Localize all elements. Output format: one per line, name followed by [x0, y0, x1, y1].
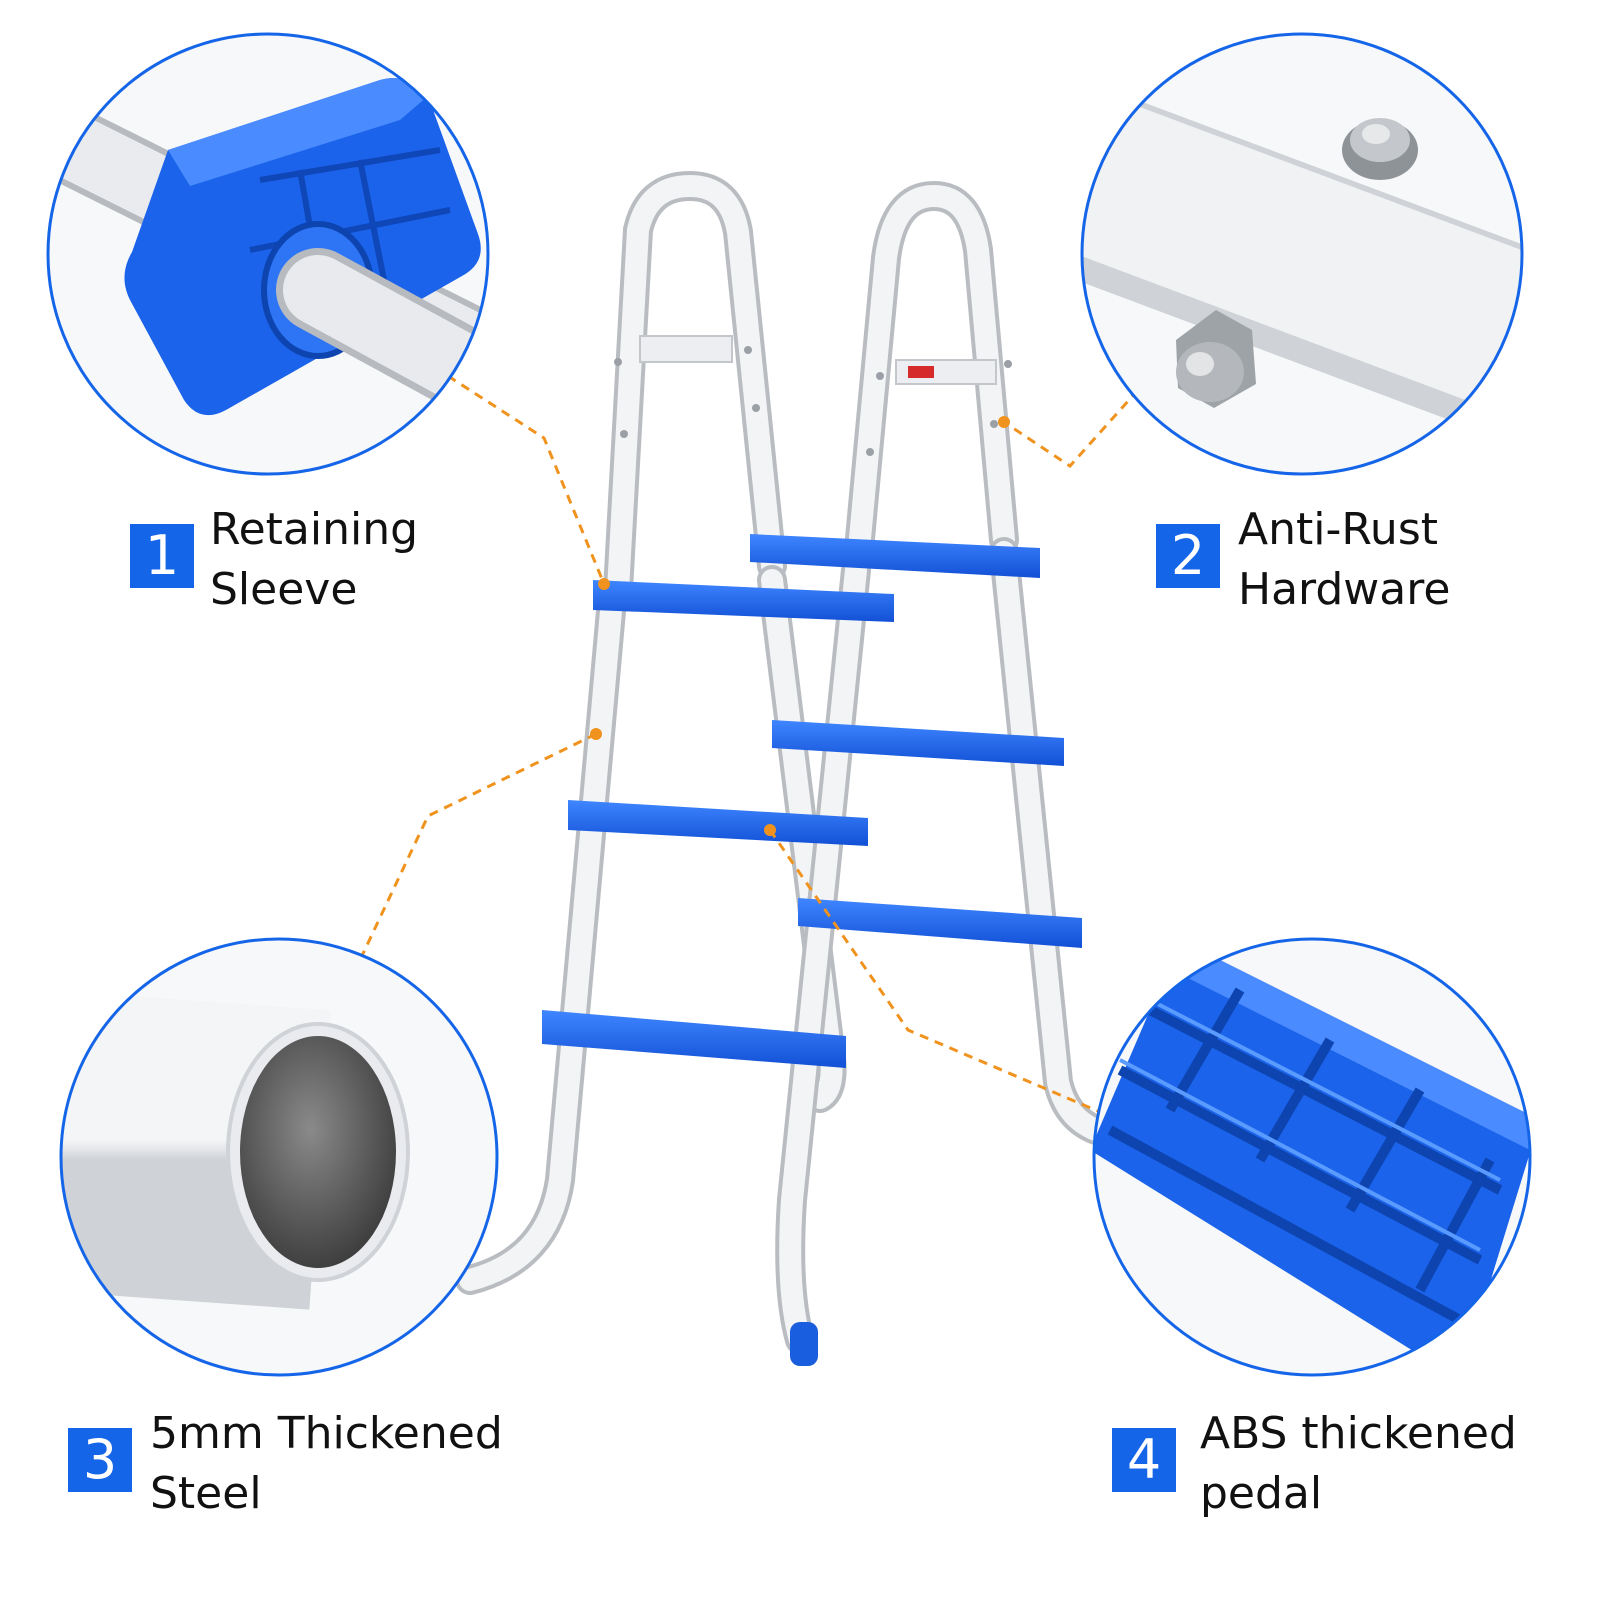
feature-3-line1: 5mm Thickened — [150, 1408, 503, 1459]
feature-3-label: 5mm Thickened Steel — [150, 1404, 503, 1524]
feature-3-line2: Steel — [150, 1468, 262, 1519]
feature-4-line2: pedal — [1200, 1468, 1323, 1519]
detail-circle-anti-rust-hardware — [1080, 32, 1524, 476]
ladder-steps-back — [750, 534, 1082, 948]
ladder-rails — [455, 170, 1111, 1355]
feature-2-number-badge: 2 — [1156, 524, 1220, 588]
feature-2-line1: Anti-Rust — [1238, 504, 1438, 555]
feature-4-line1: ABS thickened — [1200, 1408, 1517, 1459]
feature-3-number-badge: 3 — [68, 1428, 132, 1492]
feature-1-label: Retaining Sleeve — [210, 500, 418, 620]
feature-1-line2: Sleeve — [210, 564, 358, 615]
ladder-steps-front — [542, 580, 894, 1068]
feature-4-label: ABS thickened pedal — [1200, 1404, 1517, 1524]
feature-2-label: Anti-Rust Hardware — [1238, 500, 1450, 620]
callout-dots — [590, 416, 1010, 836]
feature-4-number-badge: 4 — [1112, 1428, 1176, 1492]
ladder-braces — [614, 335, 1012, 456]
detail-circle-thickened-steel — [59, 937, 499, 1377]
callout-lines — [358, 374, 1140, 1114]
foot-cap — [790, 1322, 818, 1366]
feature-1-line1: Retaining — [210, 504, 419, 555]
detail-circle-abs-pedal — [1092, 937, 1532, 1377]
feature-2-line2: Hardware — [1238, 564, 1451, 615]
feature-1-number-badge: 1 — [130, 524, 194, 588]
detail-circle-retaining-sleeve — [46, 32, 490, 476]
